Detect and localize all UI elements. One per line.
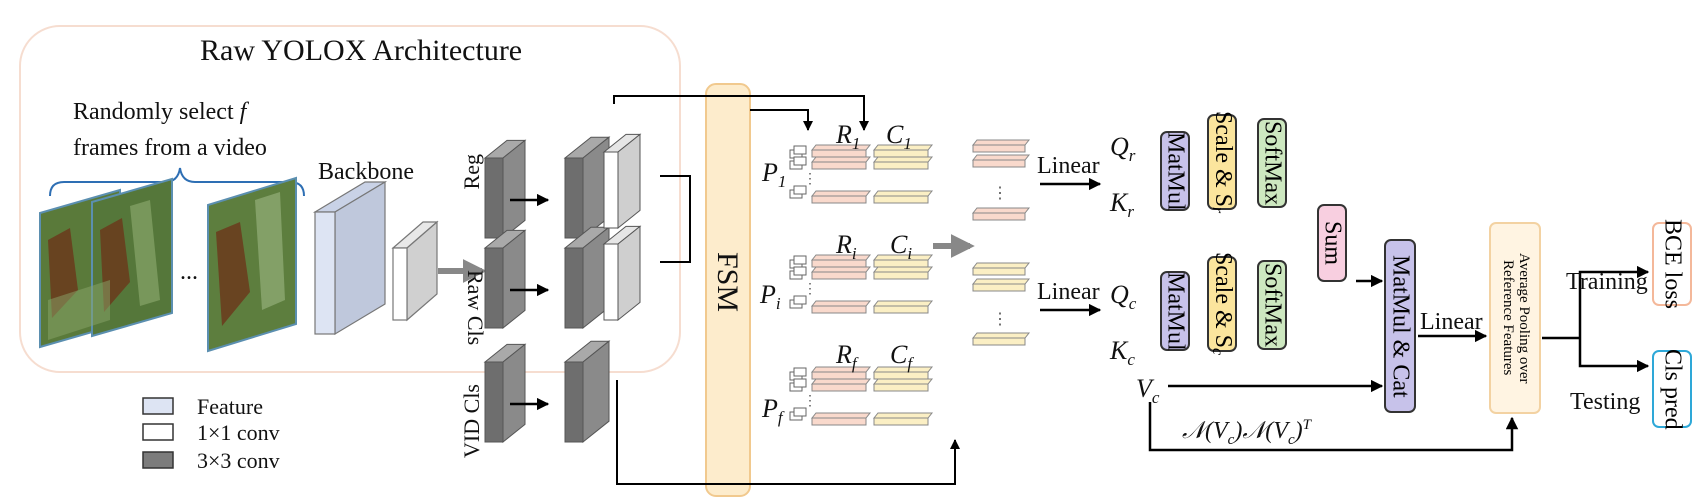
ri-label: Ri — [836, 230, 857, 264]
svg-text:⋮: ⋮ — [803, 282, 817, 297]
legend-label-feature: Feature — [197, 394, 263, 419]
input-caption-line2: frames from a video — [73, 135, 267, 161]
frames-ellipsis: ... — [180, 259, 198, 285]
yolox-container — [19, 25, 681, 373]
pf-label: Pf — [762, 394, 783, 428]
legend-label-3x3: 3×3 conv — [197, 448, 280, 473]
r-feat-f-c — [810, 412, 872, 426]
conv3x3-reg-a — [483, 139, 527, 240]
matmul-box-r: MatMul — [1160, 131, 1190, 211]
c-feat-1-b — [872, 156, 934, 170]
scale-box-c: Scale & Sc — [1207, 252, 1237, 356]
r-feat-1-c — [810, 190, 872, 204]
proposal-boxes-1: ⋮ — [789, 145, 817, 199]
legend-swatch-3x3 — [142, 451, 174, 469]
agg-ellipsis-r: ⋮ — [992, 185, 1008, 202]
kc-label: Kc — [1110, 336, 1135, 370]
r-feat-1-a — [810, 144, 872, 158]
linear-label-r: Linear — [1037, 153, 1100, 179]
cf-label: Cf — [890, 340, 913, 374]
conv3x3-vid-cls-a — [483, 343, 527, 444]
qr-label: Qr — [1110, 132, 1136, 166]
pi-label: Pi — [760, 280, 781, 314]
conv1x1-raw-cls — [602, 225, 642, 322]
r1-label: R1 — [836, 120, 861, 154]
r-feat-i-b — [810, 266, 872, 280]
head-connections — [613, 95, 960, 485]
fsm-bar — [705, 83, 751, 497]
agg-r3 — [971, 207, 1031, 221]
rf-label: Rf — [836, 340, 857, 374]
head-label-reg: Reg — [459, 154, 484, 190]
c-feat-f-b — [872, 378, 934, 392]
bce-loss-box: BCE loss — [1652, 219, 1692, 309]
proposal-feature-stacks: ⋮ ⋮ ⋮ — [789, 144, 934, 426]
r-feat-f-b — [810, 378, 872, 392]
output-branch — [1542, 265, 1650, 373]
linear-label-c: Linear — [1037, 279, 1100, 305]
qc-label: Qc — [1110, 280, 1137, 314]
agg-c3 — [971, 332, 1031, 346]
avgpool-box: Average Pooling over Reference Features — [1489, 222, 1541, 414]
agg-c2 — [971, 278, 1031, 292]
c-feat-i-c — [872, 300, 934, 314]
training-label: Training — [1566, 269, 1648, 295]
similarity-expression: 𝒩(Vc)𝒩(Vc)T — [1182, 417, 1311, 448]
testing-label: Testing — [1570, 389, 1641, 415]
r-feat-f-a — [810, 366, 872, 380]
architecture-title: Raw YOLOX Architecture — [200, 34, 523, 67]
head-label-raw-cls: Raw Cls — [463, 270, 488, 346]
conv3x3-reg-b — [563, 136, 611, 240]
sum-box: Sum — [1317, 204, 1347, 282]
input-caption-line1: Randomly select f — [73, 99, 247, 125]
conv3x3-raw-cls-b — [563, 226, 611, 330]
conv3x3-vid-cls-b — [563, 340, 611, 444]
kr-label: Kr — [1110, 188, 1134, 222]
c-feat-1-c — [872, 190, 934, 204]
agg-c — [971, 262, 1031, 276]
r-feat-1-b — [810, 156, 872, 170]
svg-text:⋮: ⋮ — [803, 394, 817, 409]
fsm-label: FSM — [711, 252, 744, 313]
legend-swatch-feature — [142, 397, 174, 415]
r-feat-i-c — [810, 300, 872, 314]
matmul-cat-box: MatMul & Cat — [1384, 239, 1416, 413]
c-feat-i-a — [872, 254, 934, 268]
ci-label: Ci — [890, 230, 913, 264]
p1-label: P1 — [762, 158, 787, 192]
backbone-label: Backbone — [318, 159, 414, 185]
aggregated-feature-stacks: ⋮⋮ — [971, 139, 1031, 346]
scale-box-r: Scale & Sr — [1207, 111, 1237, 213]
conv1x1-reg — [602, 133, 642, 230]
c-feat-f-c — [872, 412, 934, 426]
detection-heads — [483, 133, 642, 444]
conv3x3-raw-cls-a — [483, 229, 527, 330]
proposal-boxes-f: ⋮ — [789, 367, 817, 421]
cls-pred-box: Cls pred — [1652, 349, 1692, 429]
agg-r2 — [971, 154, 1031, 168]
softmax-box-r: SoftMax — [1257, 118, 1287, 208]
legend-label-1x1: 1×1 conv — [197, 420, 280, 445]
matmul-box-c: MatMul — [1160, 271, 1190, 351]
vc-label: Vc — [1136, 374, 1160, 408]
legend-swatch-1x1 — [142, 423, 174, 441]
vc-similarity-arrow — [1148, 402, 1519, 452]
proposal-boxes-i: ⋮ — [789, 255, 817, 309]
video-frames — [39, 176, 297, 353]
svg-text:⋮: ⋮ — [803, 172, 817, 187]
c-feat-i-b — [872, 266, 934, 280]
backbone-feature-block — [312, 180, 439, 336]
agg-r — [971, 139, 1031, 153]
head-label-vid-cls: VID Cls — [459, 384, 484, 458]
c1-label: C1 — [886, 120, 912, 154]
agg-ellipsis-c: ⋮ — [992, 311, 1008, 328]
linear-label-out: Linear — [1420, 309, 1483, 335]
softmax-box-c: SoftMax — [1257, 260, 1287, 350]
